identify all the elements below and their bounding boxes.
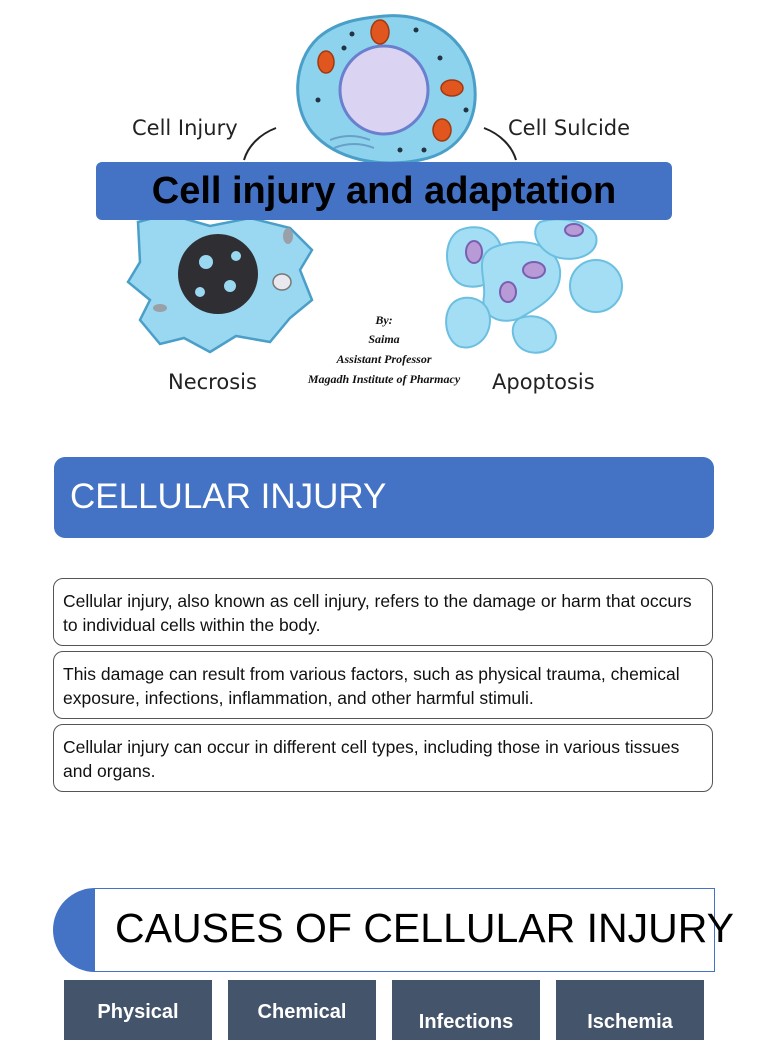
causes-heading: CAUSES OF CELLULAR INJURY (115, 905, 734, 951)
cellular-injury-header: CELLULAR INJURY (54, 457, 714, 538)
author-by: By: (375, 313, 393, 327)
causes-summary-card: This damage can result from various fact… (53, 651, 713, 719)
apoptosis-label: Apoptosis (492, 370, 595, 394)
cellular-injury-heading: CELLULAR INJURY (70, 477, 387, 516)
author-role: Assistant Professor (336, 352, 432, 366)
causes-header: CAUSES OF CELLULAR INJURY (94, 888, 734, 972)
cell-suicide-label: Cell Sulcide (508, 116, 631, 140)
cover-slide: Cell Injury Cell Sulcide Necrosis Apopto… (0, 0, 768, 420)
apoptosis-cells-image (445, 218, 623, 354)
cell-illustration (126, 14, 623, 354)
title-banner: Cell injury and adaptation (96, 162, 672, 220)
necrosis-label: Necrosis (168, 370, 257, 394)
cause-ischemia: Ischemia (556, 980, 704, 1040)
presentation-title: Cell injury and adaptation (151, 169, 617, 212)
cause-physical: Physical (64, 980, 212, 1040)
author-institute: Magadh Institute of Pharmacy (307, 372, 461, 386)
cause-infections: Infections (392, 980, 540, 1040)
cause-chemical: Chemical (228, 980, 376, 1040)
necrosis-cell-image (126, 212, 314, 354)
normal-cell-image (296, 14, 477, 165)
cell-types-card: Cellular injury can occur in different c… (53, 724, 713, 792)
cell-injury-label: Cell Injury (132, 116, 238, 140)
definition-card: Cellular injury, also known as cell inju… (53, 578, 713, 646)
author-name: Saima (368, 332, 400, 346)
